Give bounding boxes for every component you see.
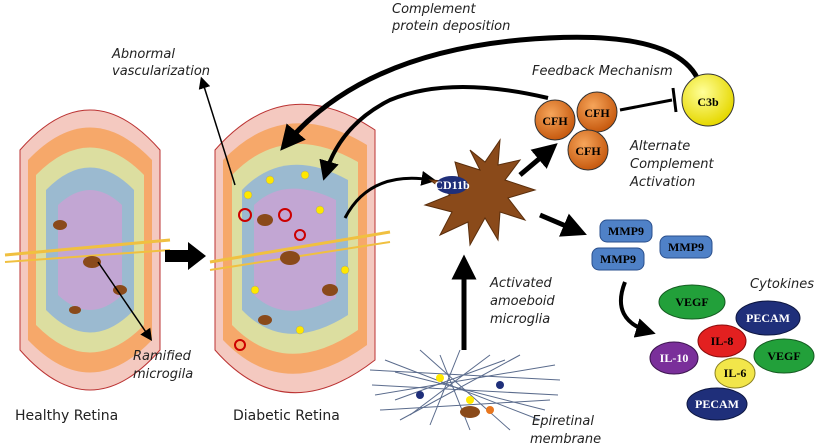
cfh-label-2: CFH <box>584 106 610 120</box>
mmp9-label-3: MMP9 <box>668 240 704 254</box>
diabetic-to-microglia-arrow <box>343 170 437 219</box>
complement-label-line1: Complement <box>392 2 476 17</box>
diabetic-retina-illustration <box>209 103 391 394</box>
healthy-retina-illustration <box>4 109 171 391</box>
activated-label-line3: microglia <box>490 312 550 327</box>
cytokine-il8 <box>697 324 747 358</box>
alternate-label-line2: Complement <box>630 157 714 172</box>
cytokine-label-pecam-1: PECAM <box>746 311 790 325</box>
feedback-arrow <box>319 84 549 181</box>
alternate-label-line3: Activation <box>629 175 695 190</box>
cytokine-label-pecam-2: PECAM <box>695 397 739 411</box>
mmp9-node-1 <box>599 219 653 243</box>
cfh-node-3 <box>567 129 609 171</box>
ramified-label-line2: microgila <box>133 367 193 382</box>
c3b-node <box>681 73 735 127</box>
cd11b-label: CD11b <box>434 178 470 192</box>
epiretinal-label-line2: membrane <box>530 432 601 447</box>
mmp9-node-3 <box>659 235 713 259</box>
inhibition-line <box>619 87 678 113</box>
epiretinal-membrane-illustration <box>369 349 561 431</box>
microglia-to-cfh-arrow <box>518 143 558 177</box>
microglia-to-mmp9-arrow <box>539 212 587 237</box>
cytokine-label-il8: IL-8 <box>711 334 734 348</box>
cytokine-pecam-1 <box>735 300 801 336</box>
cytokine-label-il6: IL-6 <box>724 366 747 380</box>
cytokine-label-vegf-2: VEGF <box>767 349 800 363</box>
ramified-label-line1: Ramified <box>133 349 192 364</box>
cytokine-pecam-2 <box>686 387 748 421</box>
cytokine-vegf-1 <box>658 284 726 320</box>
healthy-retina-label: Healthy Retina <box>15 408 118 424</box>
mmp9-node-2 <box>591 247 645 271</box>
abnormal-label-line2: vascularization <box>112 64 210 79</box>
activated-label-line1: Activated <box>489 276 553 291</box>
feedback-label: Feedback Mechanism <box>532 64 673 79</box>
mmp9-to-cytokines-arrow <box>619 281 656 338</box>
cd11b-marker <box>436 176 468 194</box>
cytokine-il10 <box>649 341 699 375</box>
diabetic-retina-label: Diabetic Retina <box>233 408 340 424</box>
cytokine-il6 <box>714 357 756 389</box>
cytokines-label: Cytokines <box>750 277 814 292</box>
alternate-label-line1: Alternate <box>629 139 690 154</box>
cytokine-label-il10: IL-10 <box>660 351 689 365</box>
ramified-microglia-arrow <box>97 261 153 341</box>
epiretinal-label-line1: Epiretinal <box>532 414 594 429</box>
complement-label-line2: protein deposition <box>391 19 510 34</box>
cytokine-vegf-2 <box>753 338 815 374</box>
cfh-label-3: CFH <box>575 144 601 158</box>
complement-deposition-arrow <box>280 34 705 151</box>
activated-label-line2: amoeboid <box>490 294 555 309</box>
cfh-node-1 <box>534 99 576 141</box>
cytokine-label-vegf-1: VEGF <box>675 295 708 309</box>
mmp9-label-2: MMP9 <box>600 252 636 266</box>
c3b-label: C3b <box>697 95 719 109</box>
abnormal-label-line1: Abnormal <box>111 47 175 62</box>
activated-microglia-cell <box>423 138 537 247</box>
abnormal-vascularization-arrow <box>198 76 236 186</box>
mmp9-label-1: MMP9 <box>608 224 644 238</box>
progression-arrow <box>165 242 206 270</box>
cfh-label-1: CFH <box>542 114 568 128</box>
